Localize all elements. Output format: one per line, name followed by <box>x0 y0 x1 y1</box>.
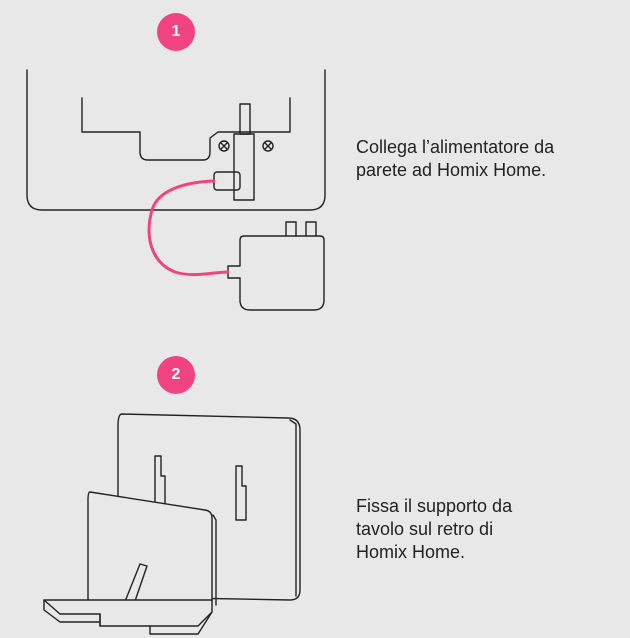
step-2-number: 2 <box>171 366 181 383</box>
step-2-caption: Fissa il supporto da tavolo sul retro di… <box>356 496 513 562</box>
step-1-caption: Collega l’alimentatore da parete ad Homi… <box>356 137 555 180</box>
step-1-badge: 1 <box>157 13 195 51</box>
step-1-number: 1 <box>171 23 181 40</box>
step-2-badge: 2 <box>157 356 195 394</box>
